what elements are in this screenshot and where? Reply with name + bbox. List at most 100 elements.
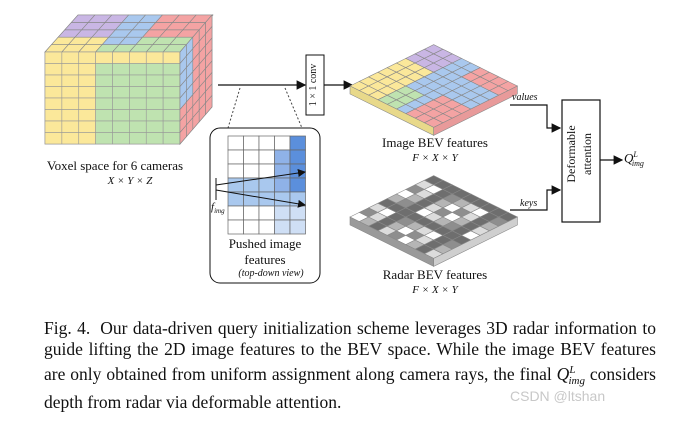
voxel-cell — [44, 74, 63, 87]
voxel-cell — [95, 86, 113, 99]
pushed-cell — [227, 219, 244, 235]
voxel-cell — [162, 120, 181, 133]
voxel-cell — [162, 86, 181, 99]
pushed-cell — [274, 191, 291, 207]
voxel-right-grid — [179, 14, 213, 145]
voxel-cell — [78, 51, 96, 64]
pushed-cell — [274, 219, 291, 235]
voxel-cell — [44, 132, 63, 145]
voxel-cell — [112, 97, 130, 110]
voxel-cell — [162, 74, 181, 87]
voxel-cell — [129, 97, 147, 110]
voxel-label: Voxel space for 6 cameras — [46, 158, 184, 173]
voxel-cell — [145, 120, 164, 133]
voxel-cell — [44, 109, 63, 122]
voxel-dims: X × Y × Z — [107, 175, 153, 187]
caption-q: QLimg — [556, 363, 585, 388]
f-img-label: fimg — [211, 201, 225, 216]
pushed-cell — [289, 205, 306, 221]
figure-diagram — [44, 13, 624, 284]
caption-text-before: Our data-driven query initialization sch… — [44, 318, 656, 384]
voxel-cell — [145, 63, 164, 76]
voxel-front-grid — [44, 51, 181, 145]
camera-ray-2 — [215, 189, 306, 208]
values-arrow — [510, 104, 562, 133]
q-img-label: QLimg — [624, 150, 644, 168]
dotted-line-left — [227, 87, 241, 129]
deformable-attention-box — [561, 99, 601, 223]
caption-figno: Fig. 4. — [44, 318, 91, 338]
voxel-cell — [61, 132, 80, 145]
voxel-cell — [95, 109, 113, 122]
pushed-cell — [289, 177, 306, 193]
pushed-cell — [243, 219, 260, 235]
pushed-label-1: Pushed image — [228, 236, 302, 251]
voxel-cell — [44, 51, 63, 64]
figure: Voxel space for 6 cameras X × Y × Z 1 × … — [44, 13, 644, 296]
caption-text-after: considers depth from radar via deformabl… — [44, 363, 656, 413]
dotted-line-right — [284, 87, 303, 129]
pushed-cell — [243, 135, 260, 151]
image-bev-label: Image BEV features — [382, 135, 488, 150]
pushed-cell — [289, 135, 306, 151]
voxel-cell — [95, 97, 113, 110]
voxel-cell — [129, 132, 147, 145]
voxel-cell — [162, 97, 181, 110]
attention-line-2: attention — [580, 133, 594, 175]
voxel-cell — [78, 97, 96, 110]
voxel-cell — [112, 51, 130, 64]
voxel-cell — [145, 86, 164, 99]
pushed-cell — [227, 135, 244, 151]
voxel-cell — [112, 74, 130, 87]
pushed-cell — [274, 149, 291, 165]
pushed-cell — [258, 149, 275, 165]
attention-line-1: Deformable — [564, 125, 578, 183]
camera-ray-1 — [215, 169, 306, 186]
voxel-cell — [112, 120, 130, 133]
pushed-cell — [274, 177, 291, 193]
voxel-cell — [95, 132, 113, 145]
voxel-cell — [95, 63, 113, 76]
pushed-cell — [258, 135, 275, 151]
voxel-cell — [129, 109, 147, 122]
pushed-cell — [258, 219, 275, 235]
voxel-cell — [78, 120, 96, 133]
pushed-cell — [227, 177, 244, 193]
pushed-cell — [243, 149, 260, 165]
pushed-cell — [289, 149, 306, 165]
conv-label: 1 × 1 conv — [308, 63, 319, 107]
voxel-cell — [162, 132, 181, 145]
radar-bev-edge — [433, 216, 518, 267]
pushed-cell — [243, 205, 260, 221]
pushed-label-2: features — [244, 252, 286, 267]
pushed-features-grid — [227, 135, 306, 235]
voxel-cell — [44, 86, 63, 99]
voxel-cell — [61, 120, 80, 133]
pushed-cell — [227, 205, 244, 221]
keys-label: keys — [520, 198, 538, 209]
voxel-cell — [61, 74, 80, 87]
voxel-cell — [61, 109, 80, 122]
keys-arrow — [510, 185, 562, 211]
voxel-cell — [78, 74, 96, 87]
voxel-cell — [112, 86, 130, 99]
voxel-cell — [44, 120, 63, 133]
voxel-cell — [112, 132, 130, 145]
voxel-cell — [95, 120, 113, 133]
voxel-cell — [129, 63, 147, 76]
pushed-cell — [258, 163, 275, 179]
voxel-cell — [129, 86, 147, 99]
voxel-cell — [61, 63, 80, 76]
radar-bev-dims: F × X × Y — [412, 284, 458, 296]
voxel-cell — [145, 74, 164, 87]
voxel-cell — [61, 97, 80, 110]
voxel-side-cell — [205, 94, 213, 116]
voxel-cell — [78, 86, 96, 99]
watermark: CSDN @ltshan — [510, 388, 606, 404]
voxel-cell — [145, 51, 164, 64]
voxel-cell — [61, 86, 80, 99]
voxel-cell — [129, 51, 147, 64]
voxel-cube — [44, 13, 214, 146]
voxel-cell — [145, 97, 164, 110]
radar-bev-label: Radar BEV features — [382, 267, 488, 282]
